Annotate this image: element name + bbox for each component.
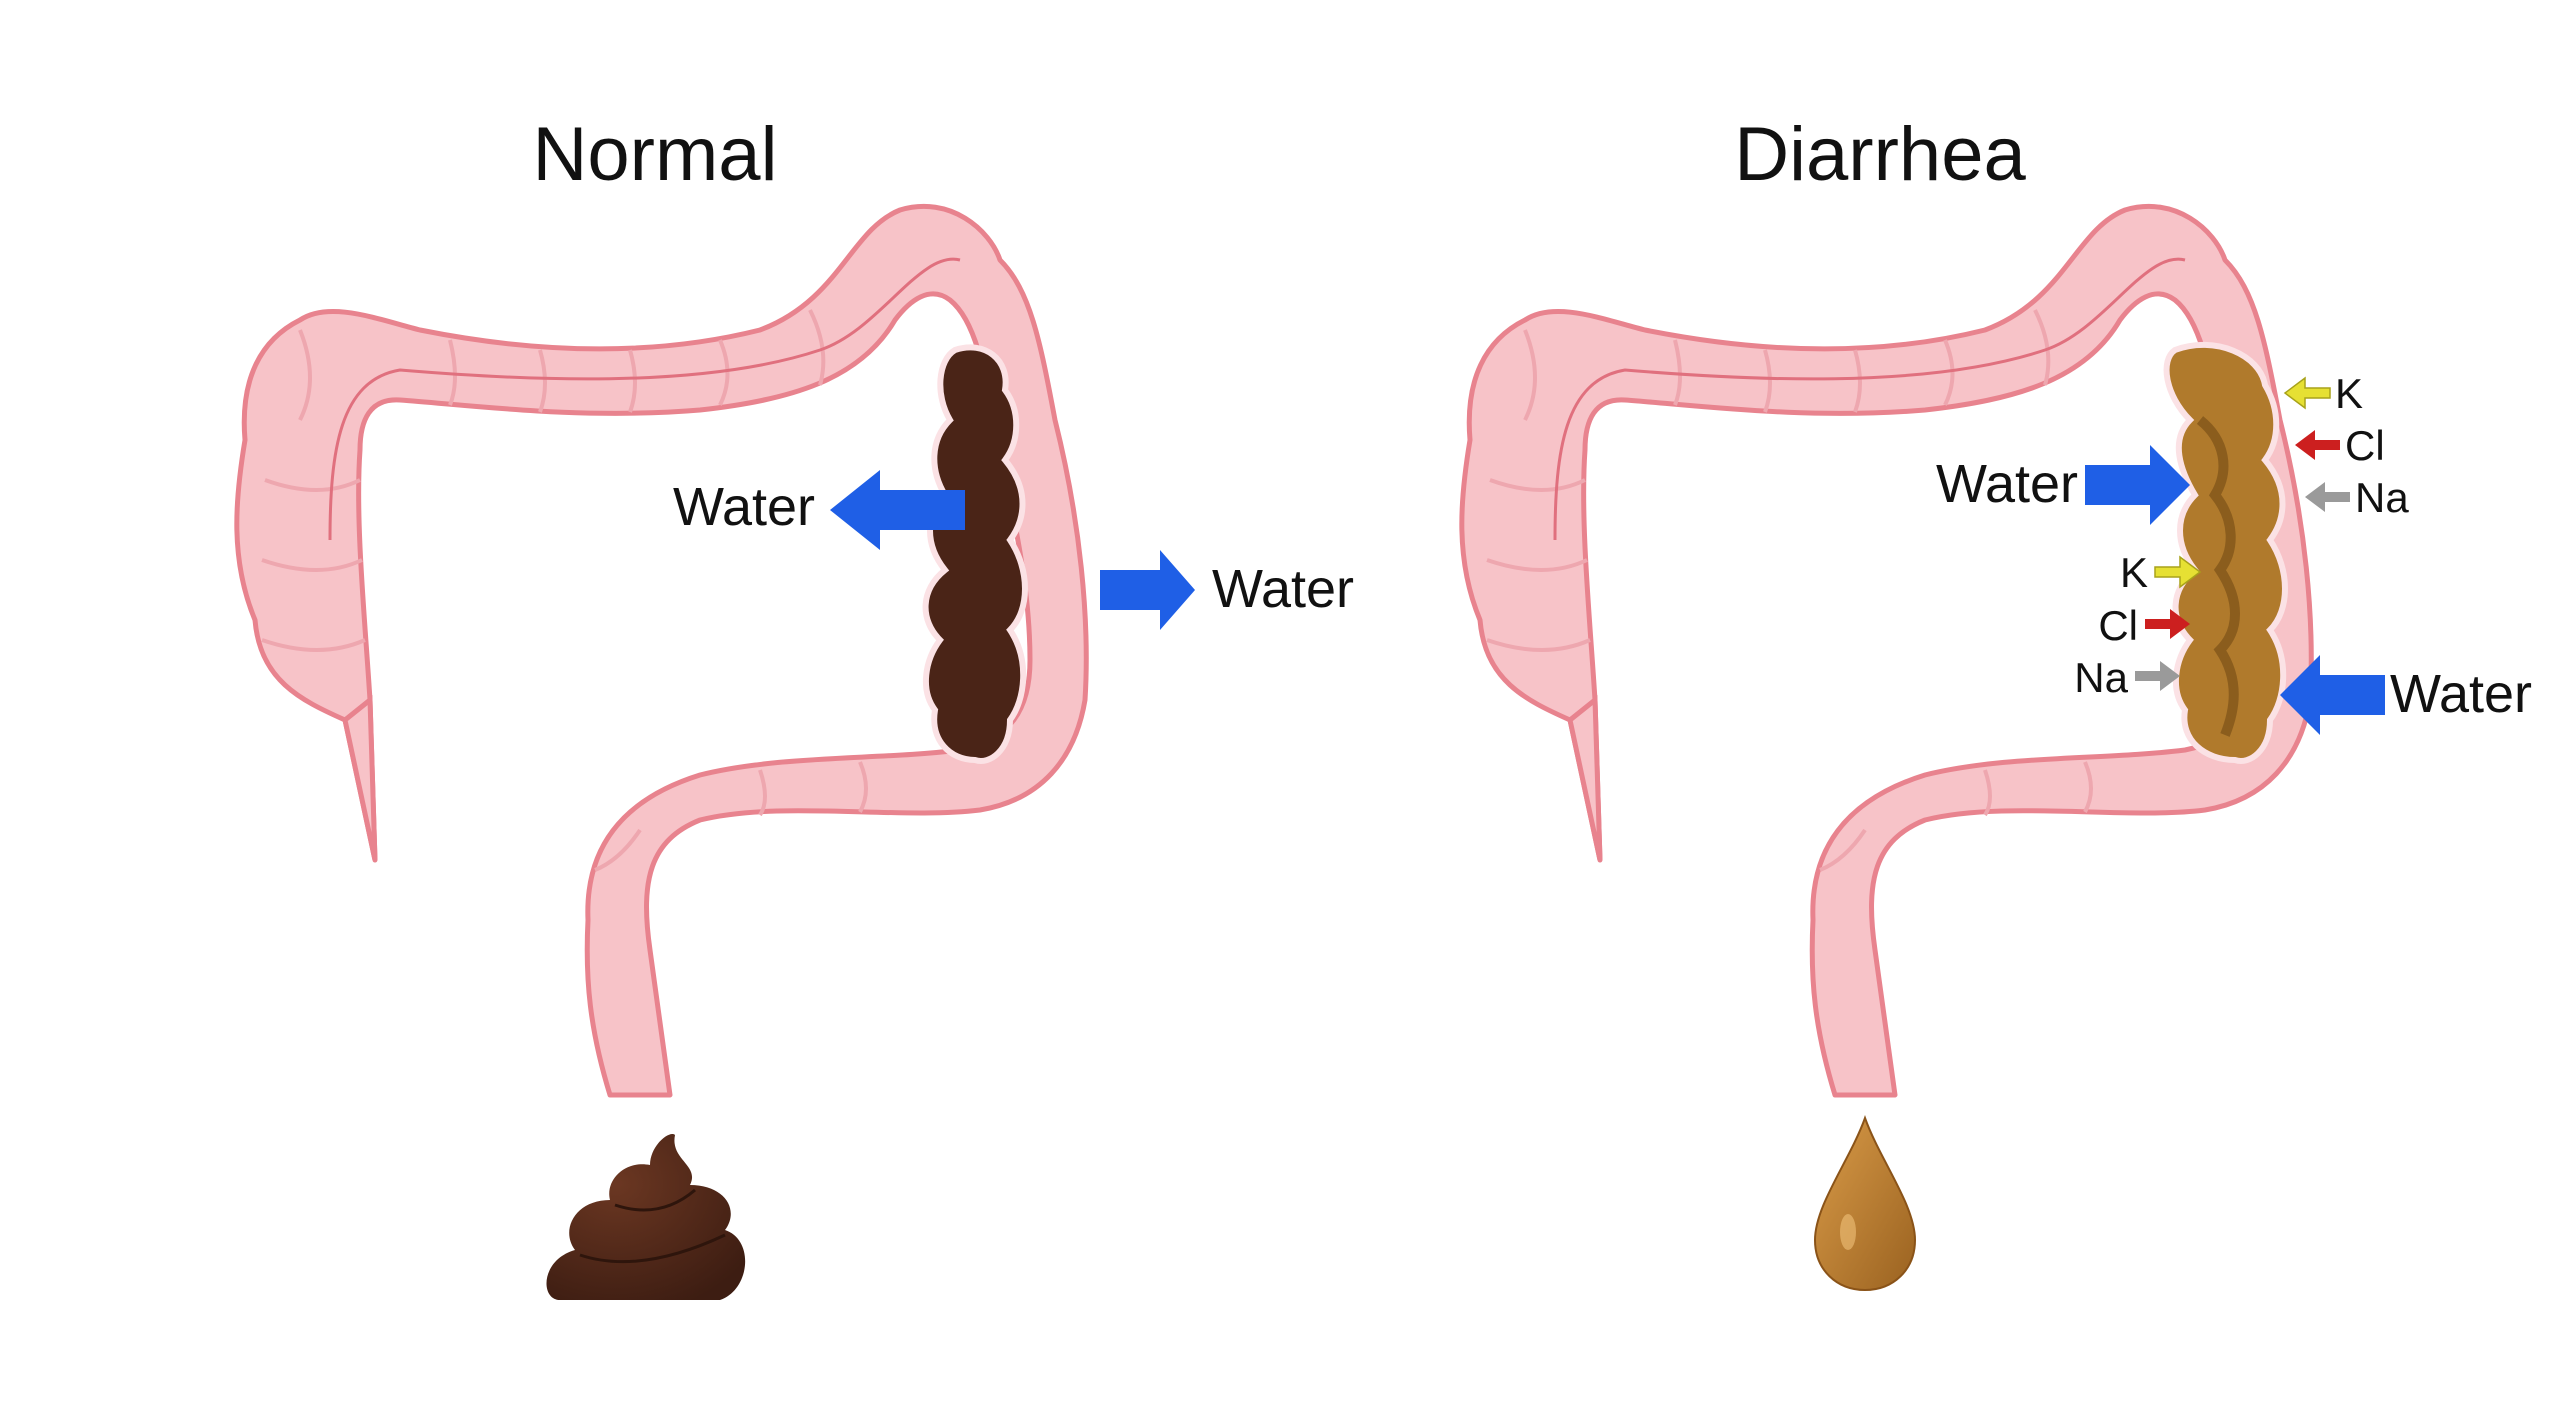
ion-k-right: K — [2335, 370, 2363, 417]
water-label-in-right: Water — [2390, 664, 2532, 724]
water-label-in-left: Water — [1936, 454, 2078, 514]
diarrhea-title: Diarrhea — [1734, 112, 2026, 197]
ion-na-arrow-left — [2135, 661, 2180, 691]
normal-panel: Normal — [234, 112, 1354, 1300]
liquid-drop-icon — [1813, 1115, 1917, 1292]
ion-na-arrow-right — [2305, 482, 2350, 512]
normal-colon — [234, 203, 1089, 1098]
diarrhea-panel: Diarrhea Water — [1459, 112, 2532, 1292]
ion-cl-arrow-left — [2145, 609, 2190, 639]
water-arrow-in-right — [2280, 655, 2385, 735]
water-arrow-out-right — [1100, 550, 1195, 630]
normal-stool-inside — [922, 344, 1028, 764]
ion-cl-left: Cl — [2098, 602, 2138, 649]
ions-right: K Cl Na — [2283, 370, 2409, 521]
ion-k-left: K — [2120, 549, 2148, 596]
water-label-right: Water — [1212, 559, 1354, 619]
ions-left: K Cl Na — [2074, 549, 2202, 701]
poop-icon — [546, 1134, 746, 1300]
water-label-left: Water — [673, 477, 815, 537]
ion-na-left: Na — [2074, 654, 2128, 701]
normal-title: Normal — [533, 112, 778, 197]
ion-cl-right: Cl — [2345, 422, 2385, 469]
ion-na-right: Na — [2355, 474, 2409, 521]
ion-cl-arrow-right — [2295, 430, 2340, 460]
water-arrow-out-left — [830, 470, 965, 550]
diarrhea-colon — [1459, 203, 2314, 1098]
water-arrow-in-left — [2085, 445, 2190, 525]
ion-k-arrow-left — [2154, 555, 2202, 589]
ion-k-arrow-right — [2283, 376, 2331, 410]
